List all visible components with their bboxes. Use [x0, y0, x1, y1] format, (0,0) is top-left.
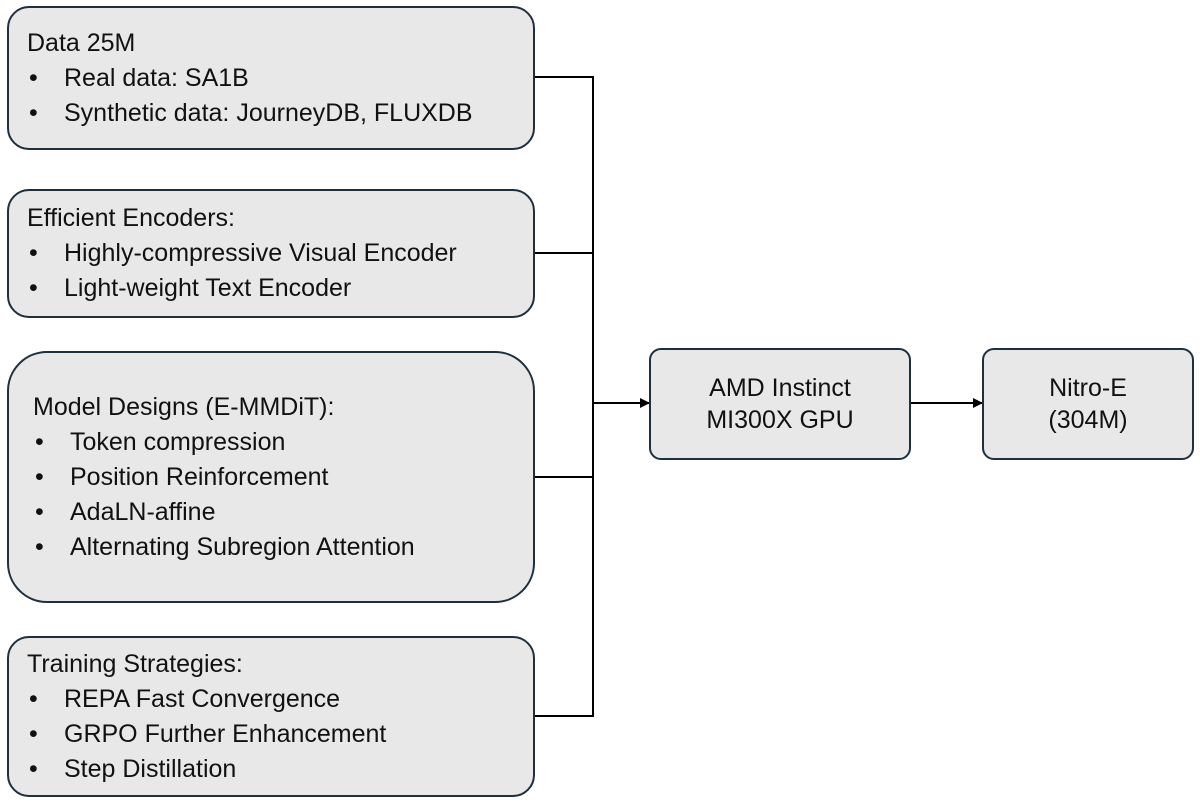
list-item: Highly-compressive Visual Encoder: [27, 236, 533, 271]
list-item: Synthetic data: JourneyDB, FLUXDB: [27, 96, 533, 131]
output-model-node: Nitro-E (304M): [982, 348, 1194, 460]
list-item: Light-weight Text Encoder: [27, 271, 533, 306]
list-item: Real data: SA1B: [27, 61, 533, 96]
list-item: GRPO Further Enhancement: [27, 717, 533, 752]
list-item: Step Distillation: [27, 752, 533, 787]
model-designs-box-list: Token compression Position Reinforcement…: [33, 425, 533, 565]
data-box: Data 25M Real data: SA1B Synthetic data:…: [7, 6, 535, 150]
training-box-title: Training Strategies:: [27, 649, 243, 678]
gpu-node-line2: MI300X GPU: [706, 406, 854, 434]
gpu-node-line1: AMD Instinct: [709, 374, 851, 402]
encoders-box: Efficient Encoders: Highly-compressive V…: [7, 189, 535, 318]
output-node-line2: (304M): [1048, 406, 1128, 434]
data-box-title: Data 25M: [27, 28, 136, 57]
encoders-box-title: Efficient Encoders:: [27, 204, 235, 232]
list-item: Token compression: [33, 425, 533, 460]
model-designs-box: Model Designs (E-MMDiT): Token compressi…: [7, 351, 535, 603]
gpu-node: AMD Instinct MI300X GPU: [649, 348, 911, 460]
list-item: REPA Fast Convergence: [27, 682, 533, 717]
list-item: Alternating Subregion Attention: [33, 530, 533, 565]
output-node-line1: Nitro-E: [1049, 374, 1127, 402]
training-box-list: REPA Fast Convergence GRPO Further Enhan…: [27, 682, 533, 787]
model-designs-box-title: Model Designs (E-MMDiT):: [33, 392, 335, 421]
data-box-list: Real data: SA1B Synthetic data: JourneyD…: [27, 61, 533, 131]
list-item: AdaLN-affine: [33, 495, 533, 530]
encoders-box-list: Highly-compressive Visual Encoder Light-…: [27, 236, 533, 306]
list-item: Position Reinforcement: [33, 460, 533, 495]
training-box: Training Strategies: REPA Fast Convergen…: [7, 636, 535, 797]
